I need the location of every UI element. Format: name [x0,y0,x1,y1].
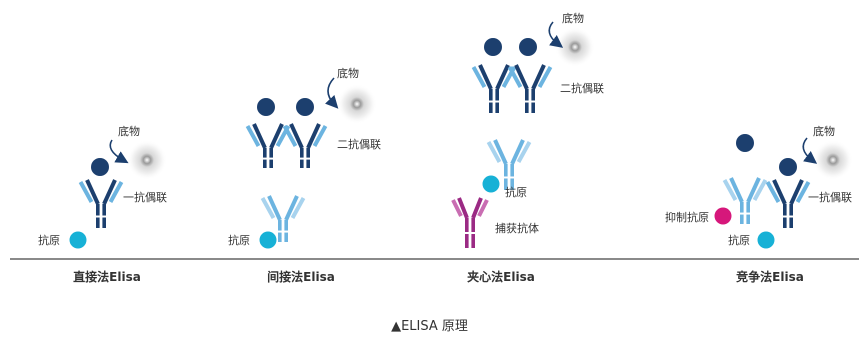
indirect-secondary-antibody-left [245,123,291,168]
indirect-secondary-antibody-right [282,123,328,168]
competitive-substrate-glow [813,140,853,180]
competitive-enzyme-label: 一抗偶联 [808,190,852,204]
sandwich-antigen [482,175,500,193]
sandwich-capture-label: 捕获抗体 [495,221,539,235]
direct-primary-antibody [78,179,124,228]
competitive-substrate-label: 底物 [813,124,835,138]
direct-elisa-title: 直接法Elisa [73,269,141,284]
indirect-reaction-arrow [324,77,339,109]
indirect-substrate-glow [337,84,377,124]
sandwich-substrate-label: 底物 [562,11,584,25]
indirect-primary-antibody [260,195,306,242]
competitive-bound-antibody [765,179,811,228]
sandwich-substrate-glow [555,27,595,67]
competitive-reaction-arrow [802,137,818,164]
antibody-shapes [69,21,853,249]
competitive-inhibitor-label: 抑制抗原 [665,210,709,224]
indirect-enzyme-right [296,98,314,116]
competitive-elisa-title: 竞争法Elisa [736,269,804,284]
sandwich-secondary-antibody-right [507,64,553,113]
direct-substrate-label: 底物 [118,124,140,138]
sandwich-capture-antibody [451,197,489,248]
sandwich-antigen-label: 抗原 [505,185,527,199]
indirect-enzyme-left [257,98,275,116]
indirect-antigen-label: 抗原 [228,233,250,247]
indirect-antigen [259,231,277,249]
direct-enzyme-label: 一抗偶联 [123,190,167,204]
sandwich-reaction-arrow [548,21,564,48]
competitive-free-enzyme [736,134,754,152]
indirect-substrate-label: 底物 [337,66,359,80]
sandwich-enzyme-label: 二抗偶联 [560,81,604,95]
figure-caption: ▲ELISA 原理 [391,319,468,334]
sandwich-detection-antibody [486,139,532,190]
sandwich-elisa-title: 夹心法Elisa [467,269,535,284]
competitive-free-antibody [722,177,768,224]
direct-reaction-arrow [109,139,129,164]
competitive-antigen-label: 抗原 [728,233,750,247]
sandwich-enzyme-left [484,38,502,56]
indirect-enzyme-label: 二抗偶联 [337,137,381,151]
competitive-inhibitor-antigen [714,207,732,225]
direct-antigen [69,231,87,249]
direct-antigen-label: 抗原 [38,233,60,247]
sandwich-enzyme-right [519,38,537,56]
sandwich-secondary-antibody-left [471,64,517,113]
direct-enzyme [91,158,109,176]
indirect-elisa-title: 间接法Elisa [267,269,335,284]
competitive-antigen [757,231,775,249]
direct-substrate-glow [127,140,167,180]
competitive-bound-enzyme [779,158,797,176]
